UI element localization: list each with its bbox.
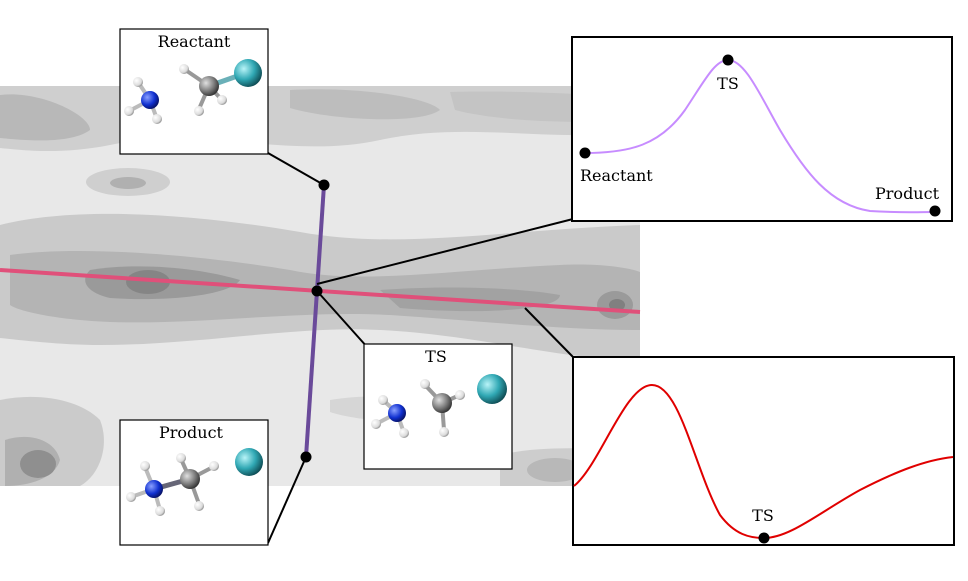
reaction-path-line bbox=[304, 184, 326, 458]
ts-box: TS bbox=[363, 343, 513, 470]
transition-state-molecule-icon bbox=[371, 374, 507, 438]
bottom-profile-curve bbox=[573, 383, 954, 540]
top-energy-profile-plot: TS Reactant Product bbox=[571, 36, 953, 222]
ts-point bbox=[311, 285, 323, 297]
ammonia-plus-methyl-chloride-molecule-icon bbox=[124, 59, 262, 124]
connector-product bbox=[267, 456, 307, 544]
top-reactant-point bbox=[579, 147, 591, 159]
product-box: Product bbox=[119, 419, 269, 546]
reactant-box-label: Reactant bbox=[158, 32, 231, 51]
energy-surface bbox=[0, 86, 640, 486]
methylammonium-plus-chloride-molecule-icon bbox=[126, 448, 263, 516]
top-product-point bbox=[929, 205, 941, 217]
reactant-point bbox=[318, 179, 330, 191]
top-ts-label: TS bbox=[717, 74, 739, 93]
product-box-label: Product bbox=[159, 423, 224, 442]
bottom-ts-label: TS bbox=[752, 506, 774, 525]
ts-box-label: TS bbox=[425, 347, 447, 366]
product-point bbox=[300, 451, 312, 463]
top-profile-curve bbox=[584, 58, 936, 214]
top-product-label: Product bbox=[875, 184, 940, 203]
connector-ts bbox=[316, 290, 369, 349]
bottom-ts-point bbox=[758, 532, 770, 544]
connector-reactant bbox=[267, 152, 325, 186]
connector-top-plot bbox=[316, 218, 574, 285]
top-ts-point bbox=[722, 54, 734, 66]
bottom-energy-profile-plot: TS bbox=[572, 356, 955, 546]
connector-bottom-plot bbox=[524, 307, 574, 358]
top-reactant-label: Reactant bbox=[580, 166, 653, 185]
reactant-box: Reactant bbox=[119, 28, 269, 155]
